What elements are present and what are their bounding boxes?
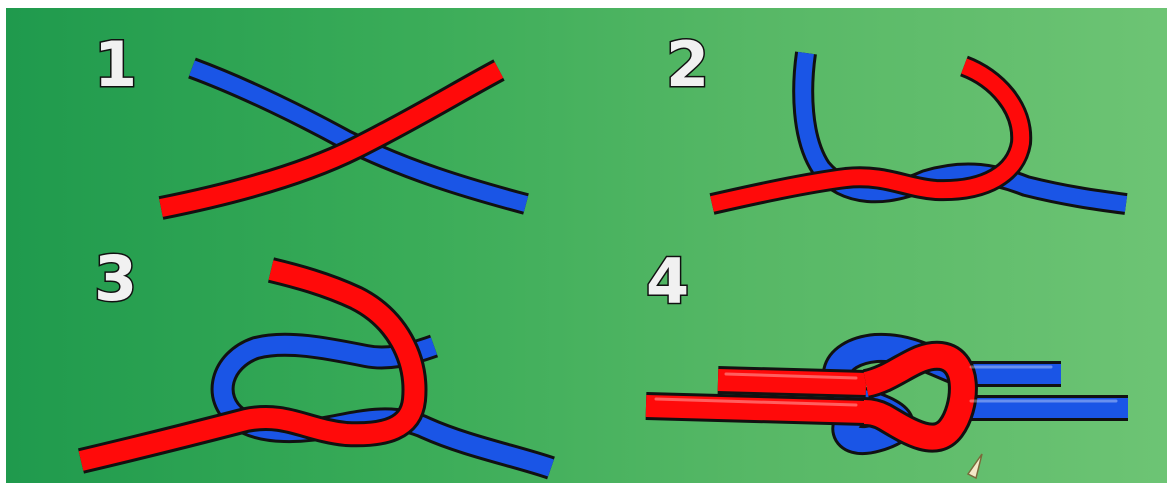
step-1-group: 1 — [93, 27, 529, 220]
step-2-group: 2 — [665, 27, 1128, 215]
step-3-red-rope — [78, 257, 428, 474]
knot-diagram-panel: .o { fill: none; stroke: #111; stroke-li… — [6, 8, 1167, 483]
square-knot-steps-diagram: .o { fill: none; stroke: #111; stroke-li… — [78, 27, 1128, 480]
step-4-group: 4 — [645, 244, 1128, 480]
step-1-red-rope — [158, 59, 505, 220]
step-3-number: 3 — [94, 242, 137, 315]
step-2-number: 2 — [666, 28, 709, 101]
step-4-number: 4 — [646, 245, 689, 318]
pencil-tip-icon — [966, 453, 983, 480]
step-4-red-rope — [645, 340, 978, 453]
step-4-knot-highlights — [654, 365, 1118, 407]
step-3-group: 3 — [78, 241, 555, 480]
step-1-number: 1 — [94, 28, 137, 101]
step-2-red-rope — [709, 55, 1033, 215]
